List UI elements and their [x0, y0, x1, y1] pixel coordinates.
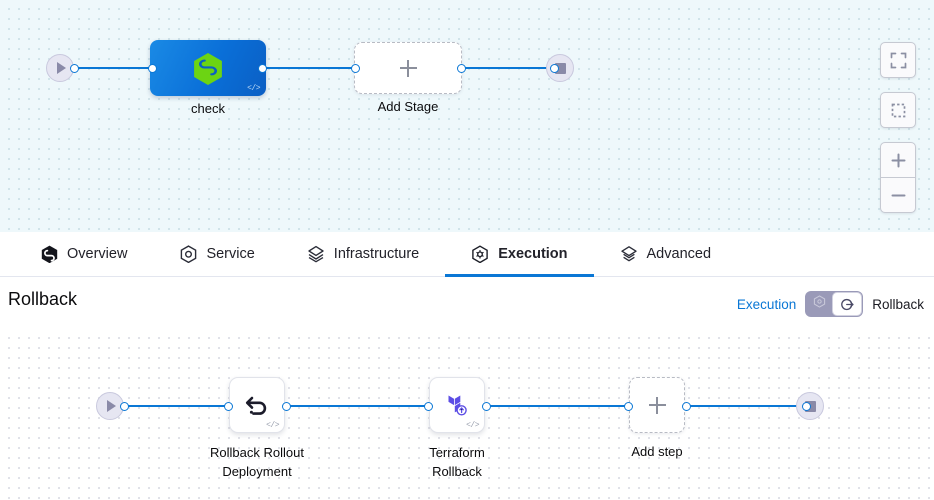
fit-to-screen-button[interactable]	[881, 43, 915, 77]
plus-icon-vertical	[407, 59, 409, 77]
tab-infrastructure[interactable]: Infrastructure	[281, 232, 445, 276]
tab-advanced[interactable]: Advanced	[594, 232, 738, 276]
tab-overview[interactable]: Overview	[14, 232, 153, 276]
stage-node-check[interactable]: </>	[150, 40, 266, 96]
canvas-control-select[interactable]	[880, 92, 916, 128]
rollback-canvas[interactable]: </> Rollback Rollout Deployment </>	[0, 329, 934, 500]
connector-start-to-step1	[124, 405, 232, 407]
harness-hexagon-icon	[193, 52, 223, 85]
tab-service[interactable]: Service	[153, 232, 280, 276]
stage-tab-bar: Overview Service In	[0, 232, 934, 277]
connector-dot	[120, 401, 129, 411]
connector-dot	[148, 63, 157, 73]
zoom-out-button[interactable]	[881, 178, 915, 212]
code-badge: </>	[466, 421, 479, 430]
stage-canvas[interactable]: </> check Add Stage	[0, 0, 934, 232]
tab-advanced-label: Advanced	[646, 246, 712, 262]
zoom-in-button[interactable]	[881, 143, 915, 177]
connector-dot	[802, 401, 811, 411]
step-node-rollback-rollout-deployment[interactable]: </>	[229, 377, 285, 433]
connector-dot	[550, 63, 559, 73]
play-icon	[57, 62, 66, 74]
step-node-terraform-rollback-label: Terraform Rollback	[429, 445, 485, 479]
plus-icon	[891, 153, 905, 167]
tab-overview-label: Overview	[67, 246, 128, 262]
code-badge: </>	[247, 84, 260, 93]
rollback-title: Rollback	[8, 289, 78, 309]
expand-corners-icon	[890, 52, 906, 68]
execution-rollback-switch[interactable]	[805, 291, 864, 317]
switch-thumb-rollback[interactable]	[832, 292, 863, 316]
connector-dot	[457, 63, 466, 73]
tab-infrastructure-label: Infrastructure	[333, 246, 420, 262]
connector-add-stage-to-end	[460, 67, 554, 69]
connector-addstep-to-end	[686, 405, 806, 407]
step-node-terraform-rollback[interactable]: </>	[429, 377, 485, 433]
connector-step2-to-addstep	[486, 405, 634, 407]
connector-dot	[258, 63, 267, 73]
tab-service-label: Service	[206, 246, 255, 262]
step-node-rollback-rollout-deployment-label: Rollback Rollout Deployment	[210, 445, 304, 479]
rollback-header: Rollback Execution Ro	[0, 277, 934, 329]
dashed-square-icon	[891, 103, 905, 117]
add-stage-button[interactable]	[354, 42, 462, 94]
connector-dot	[482, 401, 491, 411]
harness-hexagon-icon	[40, 245, 58, 263]
code-badge: </>	[266, 421, 279, 430]
play-icon	[107, 400, 116, 412]
canvas-control-fit[interactable]	[880, 42, 916, 78]
connector-dot	[282, 401, 291, 411]
connector-dot	[70, 63, 79, 73]
execution-rollback-toggle-group: Execution Rollback	[737, 291, 924, 317]
stacked-layers-icon	[620, 245, 638, 263]
terraform-icon	[448, 395, 467, 416]
connector-step1-to-step2	[286, 405, 434, 407]
add-stage-label: Add Stage	[377, 99, 439, 114]
hexagon-circle-icon	[179, 245, 197, 263]
add-step-button[interactable]	[629, 377, 685, 433]
layers-diamond-icon	[307, 245, 325, 263]
connector-dot	[224, 401, 233, 411]
add-step-label: Add step	[631, 444, 683, 459]
connector-check-to-add-stage	[262, 67, 356, 69]
tab-execution[interactable]: Execution	[445, 232, 594, 277]
toggle-label-rollback[interactable]: Rollback	[872, 296, 924, 312]
connector-dot	[351, 63, 360, 73]
stop-icon	[554, 62, 566, 74]
rollback-arrow-icon	[840, 298, 854, 310]
hexagon-gear-icon	[471, 245, 489, 263]
connector-dot	[624, 401, 633, 411]
hexagon-gear-icon	[813, 295, 826, 313]
plus-icon-vertical	[656, 396, 658, 414]
canvas-control-zoom[interactable]	[880, 142, 916, 213]
pipeline-start-node[interactable]	[46, 54, 74, 82]
connector-dot	[424, 401, 433, 411]
connector-start-to-check	[74, 67, 158, 69]
minus-icon	[891, 194, 905, 196]
toggle-label-execution[interactable]: Execution	[736, 296, 797, 312]
undo-arrow-icon	[245, 396, 267, 415]
select-area-button[interactable]	[881, 93, 915, 127]
stage-node-check-label: check	[191, 101, 225, 116]
connector-dot	[682, 401, 691, 411]
divider	[881, 177, 915, 178]
tab-execution-label: Execution	[498, 246, 568, 262]
